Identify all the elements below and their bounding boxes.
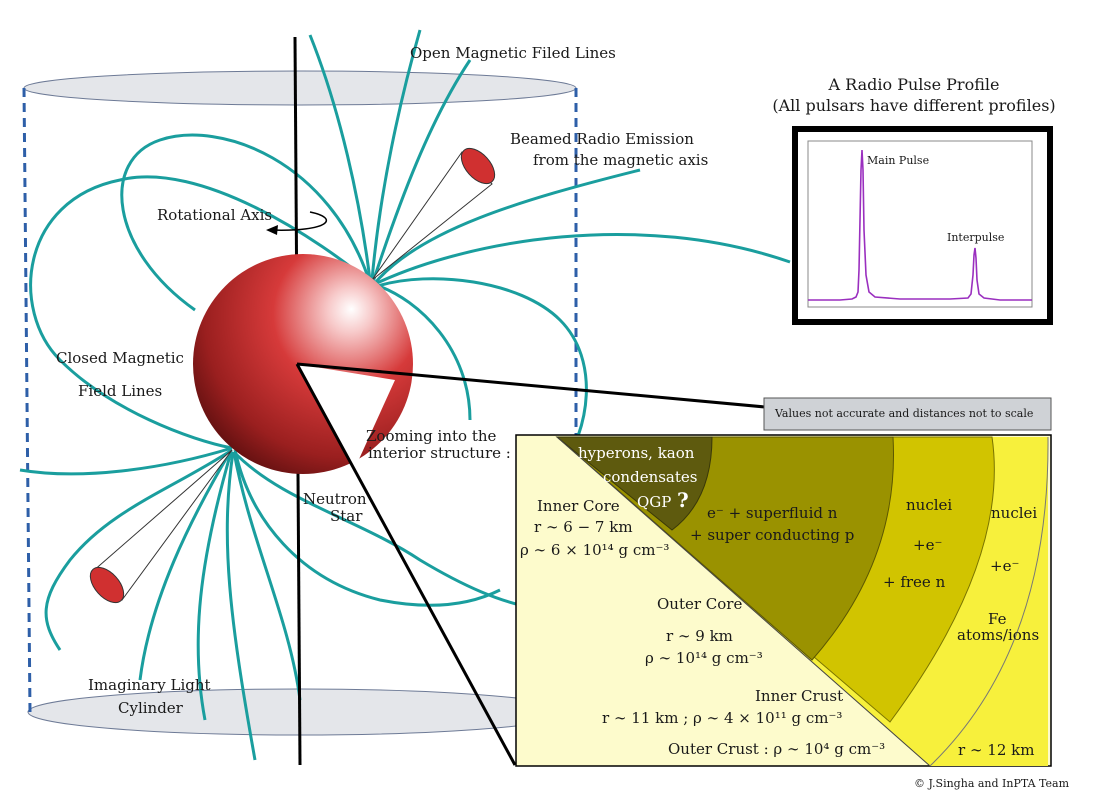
label-closed-field-1: Closed Magnetic bbox=[56, 349, 184, 367]
label-closed-field-2: Field Lines bbox=[78, 382, 162, 400]
emission-cone-icon bbox=[371, 147, 496, 281]
label-interpulse: Interpulse bbox=[947, 231, 1004, 244]
label-zooming-2: interior structure : bbox=[368, 444, 511, 462]
label-qmark: ? bbox=[677, 488, 689, 512]
label-plus-e-2: +e⁻ bbox=[990, 557, 1019, 575]
label-inner-crust-vals: r ∼ 11 km ; ρ ∼ 4 × 10¹¹ g cm⁻³ bbox=[602, 709, 842, 727]
label-condensates: condensates bbox=[603, 468, 697, 486]
label-beamed-emission-2: from the magnetic axis bbox=[533, 151, 708, 169]
zoom-line-bottom bbox=[295, 363, 517, 766]
label-outer-core-r: r ∼ 9 km bbox=[666, 627, 733, 645]
rotation-arrowhead bbox=[266, 225, 278, 235]
note-text: Values not accurate and distances not to… bbox=[774, 407, 1033, 420]
label-hyperons: hyperons, kaon bbox=[578, 444, 695, 462]
label-fe: Fe bbox=[988, 610, 1007, 628]
label-inner-core-rho: ρ ∼ 6 × 10¹⁴ g cm⁻³ bbox=[520, 541, 669, 559]
copyright-text: © J.Singha and InPTA Team bbox=[914, 777, 1070, 790]
rotation-arrow-icon bbox=[269, 211, 328, 231]
profile-trace bbox=[808, 149, 1032, 301]
label-superconducting: + super conducting p bbox=[690, 526, 854, 544]
label-r-12: r ∼ 12 km bbox=[958, 741, 1034, 759]
label-nuclei-1: nuclei bbox=[906, 496, 952, 514]
label-qgp: QGP bbox=[637, 493, 671, 511]
label-beamed-emission-1: Beamed Radio Emission bbox=[510, 130, 694, 148]
field-lines bbox=[19, 29, 791, 761]
outer-crust-arc bbox=[929, 436, 1049, 766]
zoom-line-top bbox=[296, 362, 766, 409]
wedge-edge bbox=[556, 436, 931, 766]
label-atoms-ions: atoms/ions bbox=[957, 626, 1039, 644]
label-plus-e-1: +e⁻ bbox=[913, 536, 942, 554]
label-neutron-2: Star bbox=[330, 507, 363, 525]
label-neutron-1: Neutron bbox=[303, 490, 367, 508]
label-inner-crust: Inner Crust bbox=[755, 687, 843, 705]
label-outer-core-rho: ρ ∼ 10¹⁴ g cm⁻³ bbox=[645, 649, 763, 667]
label-main-pulse: Main Pulse bbox=[867, 154, 929, 167]
emission-cone-south-icon bbox=[89, 449, 233, 604]
profile-title-2: (All pulsars have different profiles) bbox=[772, 96, 1055, 115]
light-cylinder-left-edge bbox=[22, 87, 32, 713]
profile-title-1: A Radio Pulse Profile bbox=[828, 75, 1000, 94]
label-outer-core: Outer Core bbox=[657, 595, 742, 613]
label-inner-core-r: r ∼ 6 − 7 km bbox=[534, 518, 633, 536]
label-nuclei-2: nuclei bbox=[991, 504, 1037, 522]
label-free-n: + free n bbox=[883, 573, 946, 591]
label-outer-crust: Outer Crust : ρ ∼ 10⁴ g cm⁻³ bbox=[668, 740, 885, 758]
label-light-cylinder-2: Cylinder bbox=[118, 699, 184, 717]
label-rotational-axis: Rotational Axis bbox=[157, 206, 272, 224]
label-inner-core: Inner Core bbox=[537, 497, 620, 515]
profile-plot-area bbox=[807, 140, 1033, 308]
note-box bbox=[763, 397, 1052, 431]
light-cylinder-top bbox=[23, 70, 577, 106]
layer-inner-core bbox=[555, 436, 713, 531]
label-open-field-lines: Open Magnetic Filed Lines bbox=[410, 44, 616, 62]
label-superfluid: e⁻ + superfluid n bbox=[707, 504, 838, 522]
label-zooming-1: Zooming into the bbox=[366, 427, 497, 445]
label-light-cylinder-1: Imaginary Light bbox=[88, 676, 211, 694]
star-cutaway-wedge bbox=[297, 364, 395, 468]
